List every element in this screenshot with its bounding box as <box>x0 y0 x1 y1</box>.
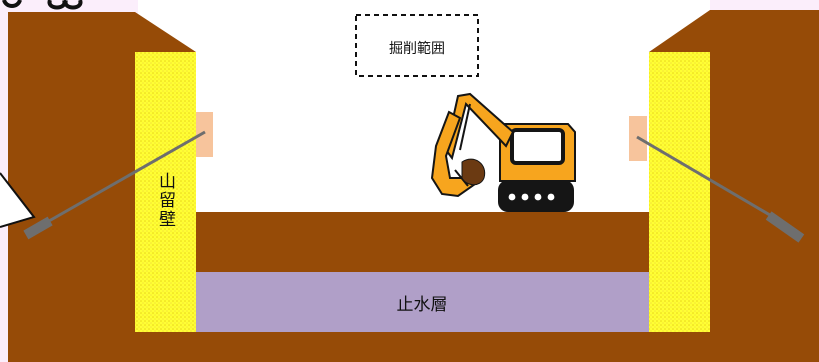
left-retaining-wall <box>135 52 196 332</box>
left-anchor-rod <box>41 130 206 227</box>
left-ground-anchor <box>23 112 213 240</box>
retaining-wall-label: 山留壁 <box>155 172 176 229</box>
retaining-wall-label-text: 山留壁 <box>155 172 176 229</box>
right-ground-anchor <box>629 116 805 243</box>
excavator-track-wheels <box>508 193 555 201</box>
excavator-window <box>510 128 565 165</box>
cutoff-layer <box>196 272 649 332</box>
right-retaining-wall <box>649 52 710 332</box>
right-anchor-rod <box>636 135 776 220</box>
right-anchor-head <box>765 211 805 243</box>
excavation-range-box <box>355 14 479 77</box>
cutoff-layer-label: 止水層 <box>397 295 448 315</box>
excavator-boom-cylinder <box>459 103 471 151</box>
left-anchor-plate <box>196 112 213 157</box>
excavator-boom <box>444 92 515 161</box>
excavator-bucket <box>461 158 486 186</box>
excavation-range-label: 掘削範囲 <box>389 40 445 57</box>
cropped-glyph-fragment <box>2 0 83 10</box>
callout-pointer <box>0 172 36 228</box>
left-anchor-head <box>23 216 53 240</box>
excavator <box>430 92 576 212</box>
